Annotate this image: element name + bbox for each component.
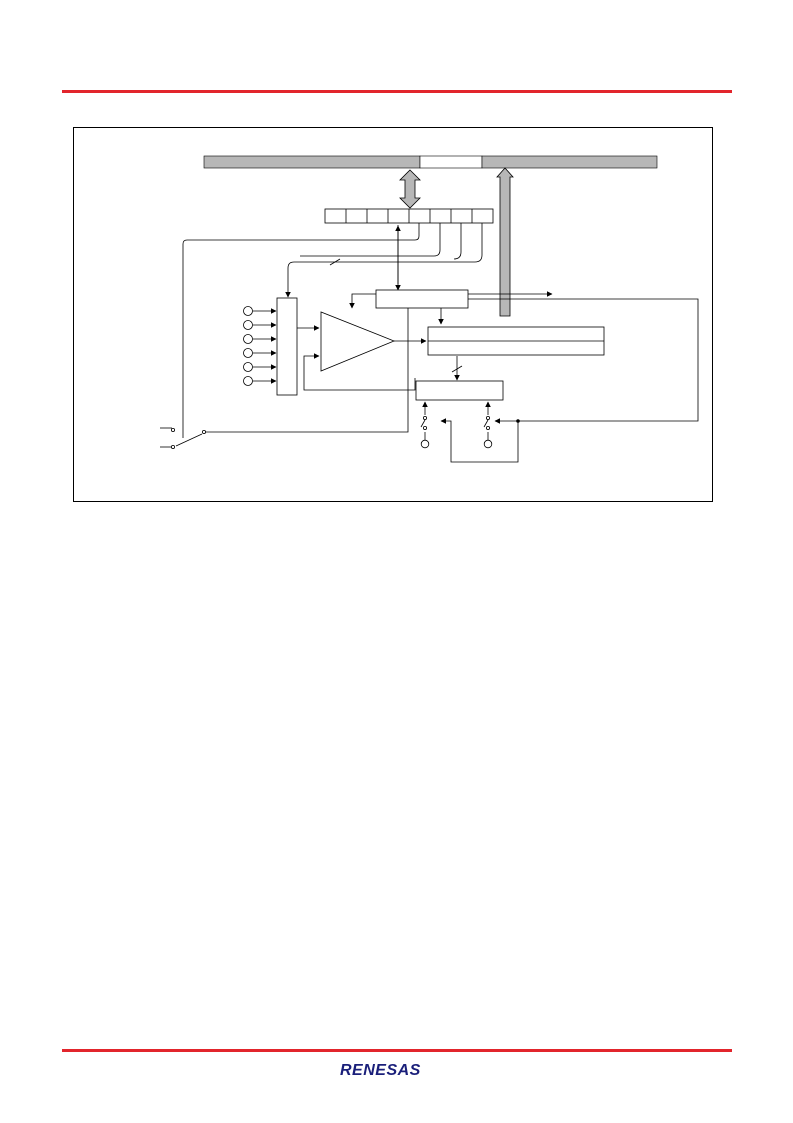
bidirectional-arrow-icon — [399, 169, 421, 209]
result-register — [427, 326, 605, 356]
resistor-ladder-block — [415, 380, 504, 401]
input-arrows — [253, 308, 277, 384]
comparator-wiring — [297, 325, 427, 391]
analog-input-pins — [243, 306, 253, 386]
data-bus — [203, 155, 658, 169]
figure-frame — [73, 127, 713, 502]
comparator-triangle-icon — [320, 311, 396, 372]
header-rule — [62, 90, 732, 93]
switch-icon — [160, 427, 206, 449]
control-circuit-block — [375, 289, 469, 309]
footer-rule — [62, 1049, 732, 1052]
bus-arrow-icon — [496, 167, 514, 317]
control-circuit-wiring — [204, 291, 699, 433]
multiplexer-block — [276, 297, 298, 396]
control-register — [324, 208, 494, 224]
renesas-logo-text: RENESAS — [340, 1062, 421, 1079]
control-lines — [182, 223, 483, 438]
renesas-logo-icon: RENESAS — [340, 1061, 458, 1081]
reference-switches — [420, 401, 520, 463]
register-to-ladder — [451, 356, 463, 381]
